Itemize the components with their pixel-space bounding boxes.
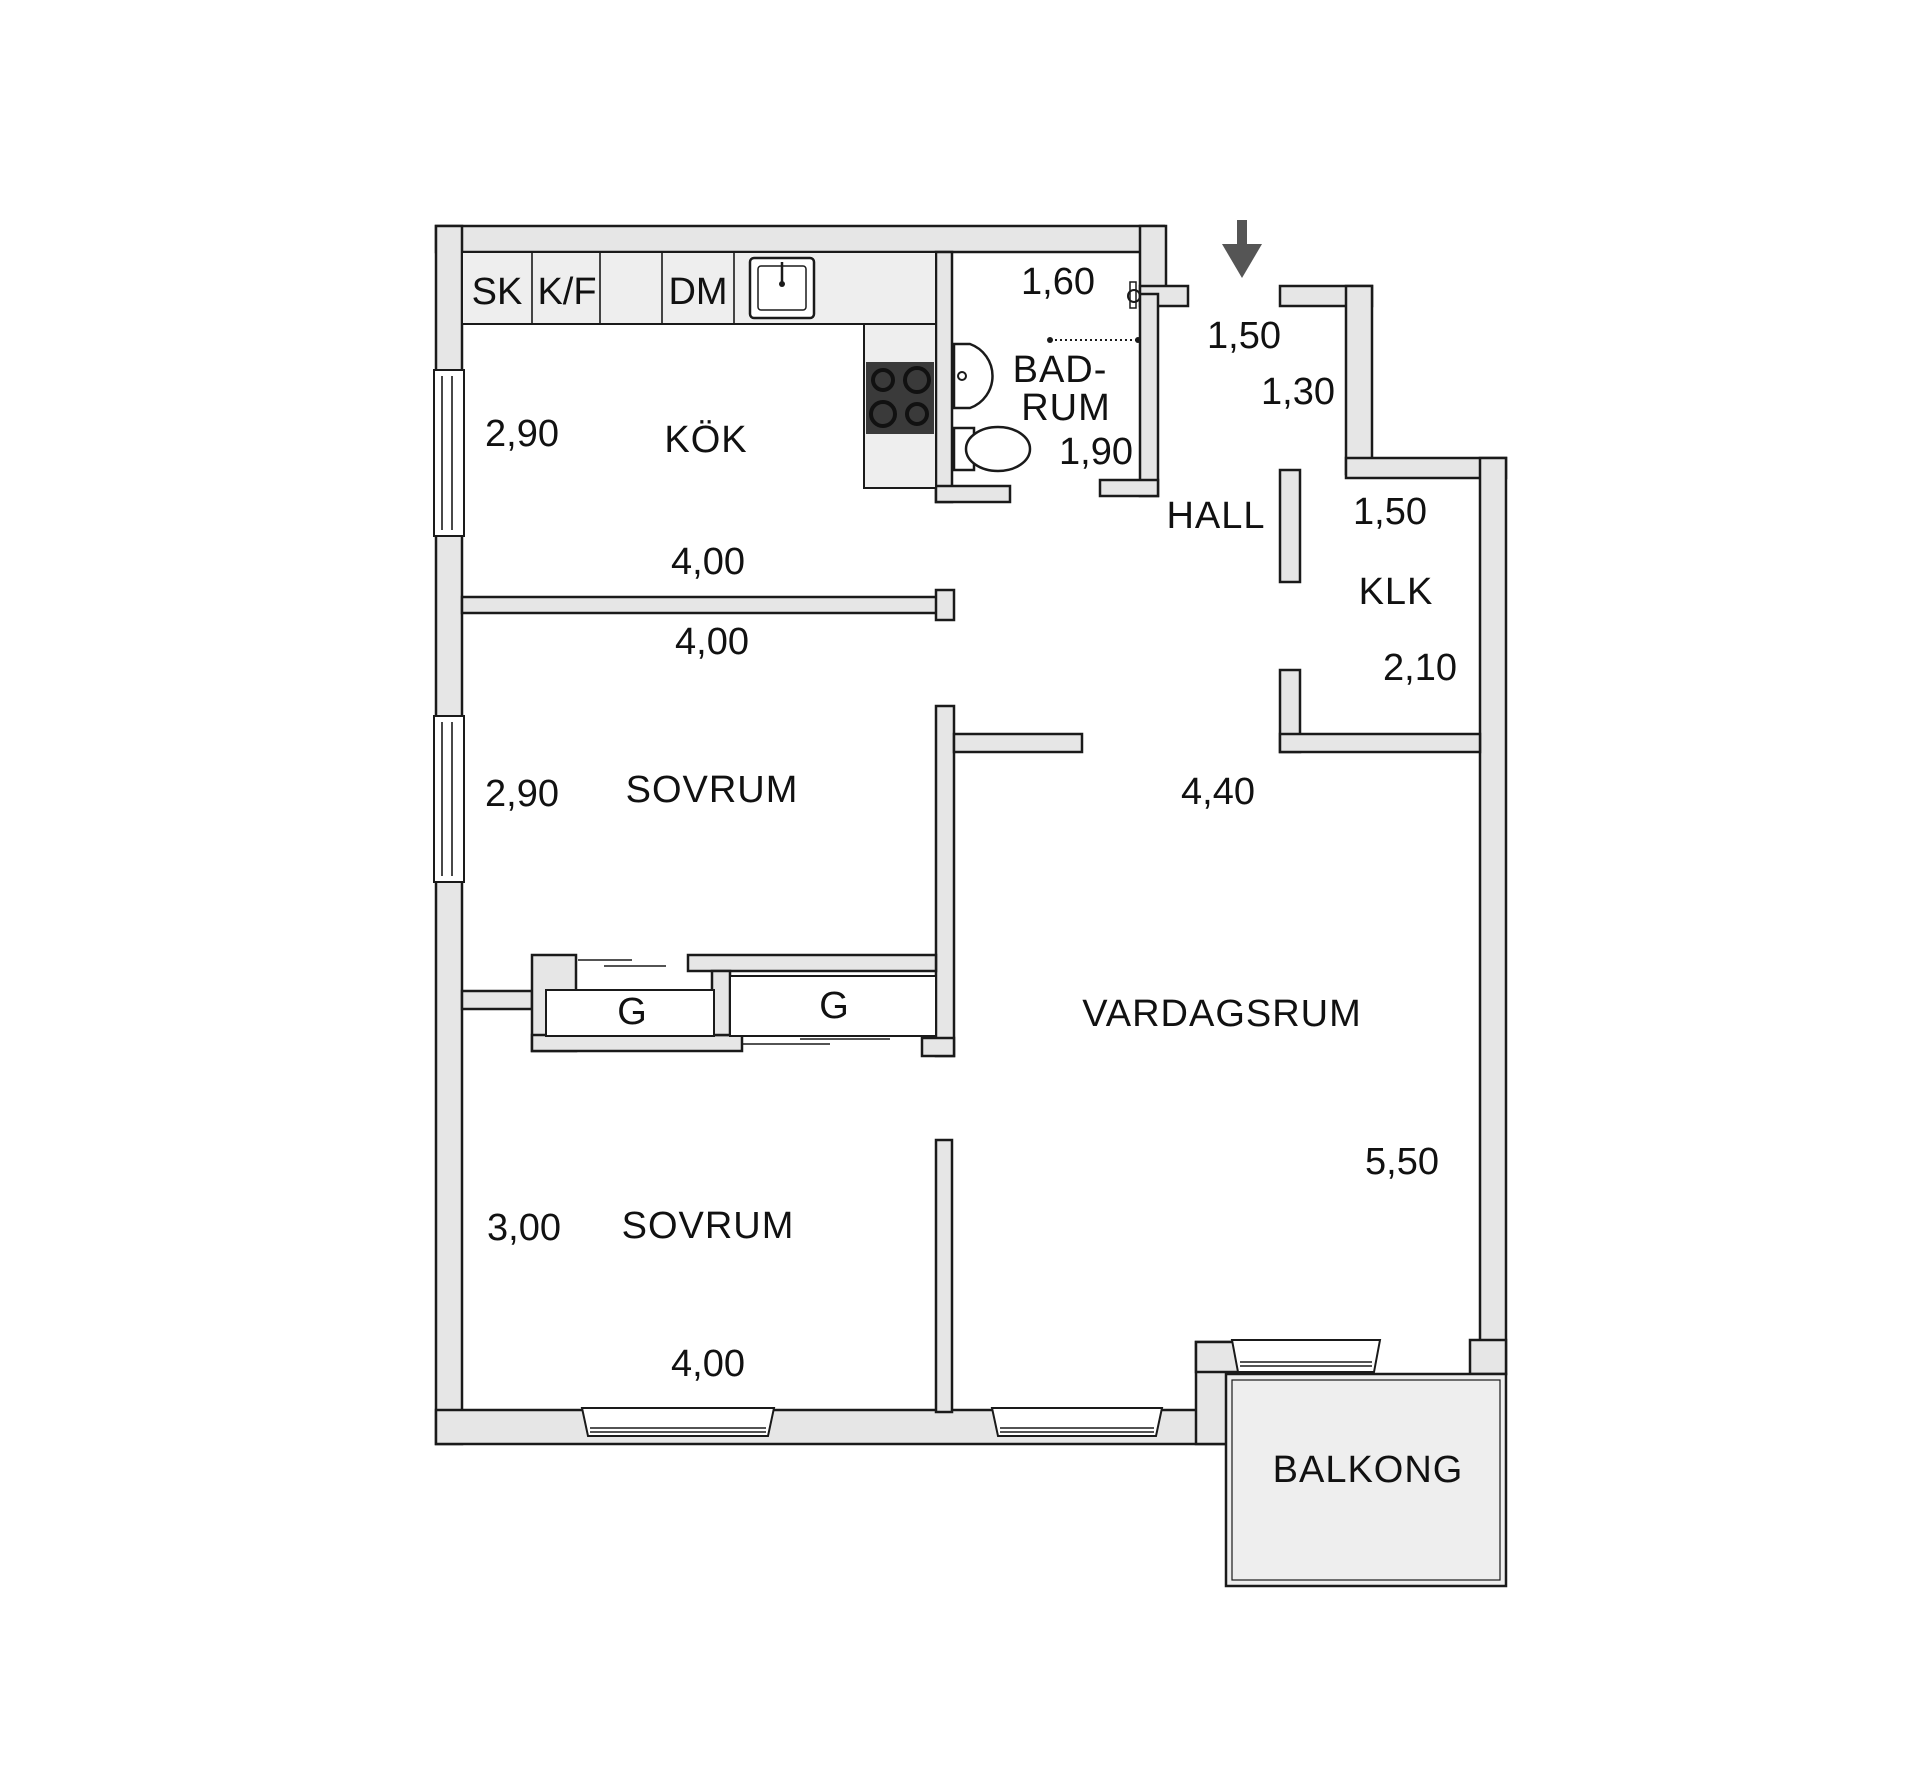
dim-closet-width: 1,50 (1353, 491, 1427, 533)
stove-icon (866, 362, 934, 434)
cabinet-label: SK (472, 271, 523, 313)
dim-bedroom-2-width: 4,00 (671, 1343, 745, 1385)
toilet-icon (952, 425, 1032, 473)
wardrobe-1 (545, 959, 715, 1037)
window-kitchen (433, 369, 465, 537)
sink-icon (748, 256, 816, 320)
dim-hall-depth: 1,30 (1261, 371, 1335, 413)
dim-living-width: 4,40 (1181, 771, 1255, 813)
washbasin-icon (952, 342, 994, 410)
dim-kitchen-width: 4,00 (671, 541, 745, 583)
room-label-balcony: BALKONG (1273, 1449, 1464, 1491)
room-label-bedroom-2: SOVRUM (622, 1205, 795, 1247)
wardrobe-1-label: G (617, 991, 647, 1033)
room-label-bedroom-1: SOVRUM (626, 769, 799, 811)
window-living (990, 1407, 1164, 1437)
room-label-living-room: VARDAGSRUM (1082, 993, 1362, 1035)
wardrobe-2-label: G (819, 985, 849, 1027)
shower-icon (1047, 281, 1141, 343)
room-label-hall: HALL (1166, 495, 1265, 537)
wardrobe-2 (729, 975, 937, 1045)
window-bedroom-1 (433, 715, 465, 883)
room-label-closet: KLK (1359, 571, 1434, 613)
window-balcony-door (1230, 1339, 1382, 1373)
dim-bathroom-width: 1,60 (1021, 261, 1095, 303)
dim-bedroom-2-depth: 3,00 (487, 1207, 561, 1249)
fridge-freezer-label: K/F (537, 271, 596, 313)
dim-bedroom-1-depth: 2,90 (485, 773, 559, 815)
room-label-bathroom-line2: RUM (1021, 387, 1111, 429)
room-label-kitchen: KÖK (664, 419, 747, 461)
entrance-arrow-icon (1222, 220, 1262, 278)
window-bedroom-2 (580, 1407, 776, 1437)
dim-bathroom-depth: 1,90 (1059, 431, 1133, 473)
balcony (1224, 1372, 1508, 1588)
dim-kitchen-depth: 2,90 (485, 413, 559, 455)
dim-hall-width: 1,50 (1207, 315, 1281, 357)
dishwasher-label: DM (668, 271, 727, 313)
room-label-bathroom-line1: BAD- (1013, 349, 1108, 391)
dim-bedroom-1-width: 4,00 (675, 621, 749, 663)
dim-closet-depth: 2,10 (1383, 647, 1457, 689)
dim-living-depth: 5,50 (1365, 1141, 1439, 1183)
